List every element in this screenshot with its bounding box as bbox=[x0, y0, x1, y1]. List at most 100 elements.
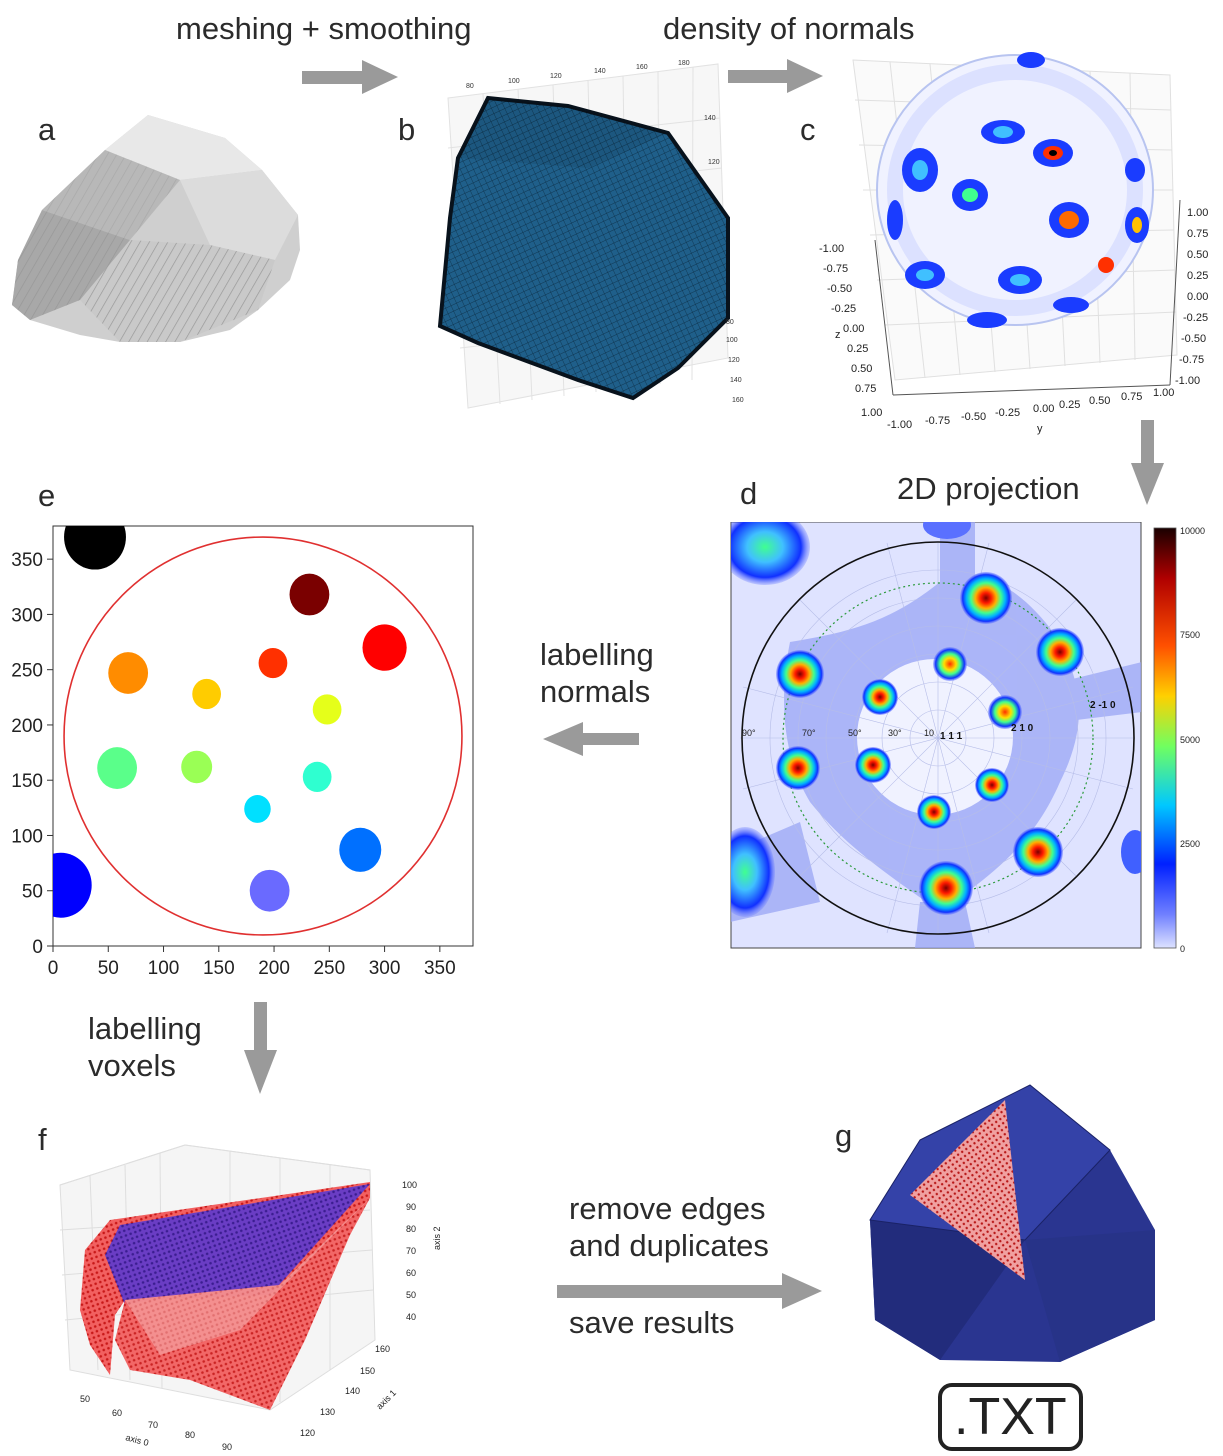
c-z-tick: 0.00 bbox=[843, 323, 864, 335]
label-blob-6 bbox=[312, 694, 342, 725]
x-tick-label: 100 bbox=[148, 958, 180, 979]
x-tick-label: 300 bbox=[369, 958, 401, 979]
c-y-tick: 1.00 bbox=[1153, 387, 1174, 399]
label-blob-11 bbox=[339, 827, 382, 872]
axis0-tick: 50 bbox=[80, 1394, 90, 1404]
panel-label-f: f bbox=[38, 1122, 47, 1157]
x-tick-label: 200 bbox=[258, 958, 290, 979]
arrow-down-1 bbox=[1131, 420, 1164, 505]
c-y-tick: 0.50 bbox=[1089, 395, 1110, 407]
axis2-label: axis 2 bbox=[432, 1226, 442, 1250]
label-blob-13 bbox=[53, 852, 92, 918]
primitive-circle bbox=[741, 541, 1135, 935]
step-labelling-normals-label: labelling normals bbox=[540, 636, 654, 710]
step-density-label: density of normals bbox=[663, 11, 915, 46]
angle-label: 10 bbox=[924, 728, 934, 738]
step-remove-label: remove edges and duplicates bbox=[569, 1190, 769, 1264]
labelled-facet bbox=[910, 1100, 1025, 1280]
b-right-tick: 120 bbox=[728, 357, 740, 364]
y-tick-label: 350 bbox=[11, 550, 43, 571]
step-save-label: save results bbox=[569, 1305, 735, 1340]
x-tick-label: 150 bbox=[203, 958, 235, 979]
axis2-tick: 90 bbox=[406, 1202, 416, 1212]
axis1-tick: 160 bbox=[375, 1344, 390, 1354]
step-projection-label: 2D projection bbox=[897, 471, 1080, 506]
panel-g-crystal bbox=[869, 1084, 1155, 1362]
pole-label: 1 1 1 bbox=[940, 731, 963, 742]
step-line: labelling bbox=[88, 1011, 202, 1046]
c-y-tick: 0.25 bbox=[1059, 399, 1080, 411]
axis2-tick: 80 bbox=[406, 1224, 416, 1234]
c-y-axis-label: y bbox=[1037, 423, 1043, 435]
axis0-tick: 60 bbox=[112, 1408, 122, 1418]
colorbar-tick: 7500 bbox=[1180, 630, 1200, 640]
x-tick-label: 250 bbox=[313, 958, 345, 979]
y-tick-label: 200 bbox=[11, 716, 43, 737]
y-tick-label: 0 bbox=[32, 937, 43, 958]
label-blob-1 bbox=[289, 573, 330, 616]
arrow-right-2 bbox=[728, 59, 823, 93]
y-tick-label: 50 bbox=[22, 882, 43, 903]
angle-label: 70° bbox=[802, 728, 816, 738]
c-x-tick: -1.00 bbox=[1175, 375, 1200, 387]
step-labelling-voxels-label: labelling voxels bbox=[88, 1010, 202, 1084]
c-y-tick: -0.75 bbox=[925, 415, 950, 427]
arrow-left-1 bbox=[543, 722, 639, 756]
axis2-tick: 70 bbox=[406, 1246, 416, 1256]
panel-d-pole-figure: 90° 70° 50° 30° 10 1 1 1 2 1 0 2 -1 0 10… bbox=[730, 522, 1205, 952]
colorbar-tick: 2500 bbox=[1180, 839, 1200, 849]
step-line: labelling bbox=[540, 637, 654, 672]
label-blob-4 bbox=[108, 652, 149, 694]
b-top-tick: 180 bbox=[678, 60, 690, 67]
sphere-spots bbox=[887, 52, 1149, 328]
angle-label: 30° bbox=[888, 728, 902, 738]
b-right-tick: 160 bbox=[732, 397, 744, 404]
axis1-tick: 140 bbox=[345, 1386, 360, 1396]
label-blob-9 bbox=[302, 761, 332, 792]
c-x-tick: -0.75 bbox=[1179, 354, 1204, 366]
b-right-tick: 140 bbox=[704, 115, 716, 122]
x-tick-label: 350 bbox=[424, 958, 456, 979]
c-z-tick: -0.50 bbox=[827, 283, 852, 295]
plot-marks bbox=[53, 526, 490, 936]
c-x-tick: 0.75 bbox=[1187, 228, 1208, 240]
b-right-tick: 140 bbox=[730, 377, 742, 384]
voxels-purple bbox=[105, 1184, 370, 1305]
stereo-net bbox=[740, 542, 1135, 934]
label-blob-12 bbox=[477, 835, 490, 863]
label-blob-5 bbox=[192, 678, 221, 710]
c-z-tick: 0.50 bbox=[851, 363, 872, 375]
c-y-tick: -0.50 bbox=[961, 411, 986, 423]
panel-label-d: d bbox=[740, 476, 758, 511]
axis0-label: axis 0 bbox=[124, 1432, 149, 1448]
colorbar-tick: 10000 bbox=[1180, 526, 1205, 536]
c-x-tick: 0.00 bbox=[1187, 291, 1208, 303]
x-tick-label: 0 bbox=[48, 958, 59, 979]
pole-label: 2 -1 0 bbox=[1090, 700, 1116, 711]
axis1-label: axis 1 bbox=[374, 1388, 398, 1412]
step-line: normals bbox=[540, 674, 651, 710]
c-z-tick: -0.25 bbox=[831, 303, 856, 315]
panel-label-b: b bbox=[398, 112, 416, 147]
axis2-tick: 40 bbox=[406, 1312, 416, 1322]
boundary-circle bbox=[63, 536, 463, 936]
c-z-tick: -1.00 bbox=[819, 243, 844, 255]
axis1-tick: 150 bbox=[360, 1366, 375, 1376]
panel-a-voxel-crystal bbox=[12, 115, 300, 342]
panel-c-normals-sphere: -1.00 -0.75 -0.50 -0.25 0.00 z 0.25 0.50… bbox=[819, 52, 1208, 435]
c-z-tick: 0.25 bbox=[847, 343, 868, 355]
colorbar-tick: 0 bbox=[1180, 944, 1185, 952]
y-tick-label: 250 bbox=[11, 661, 43, 682]
axis1-tick: 120 bbox=[300, 1428, 315, 1438]
label-blob-8 bbox=[181, 750, 213, 784]
c-x-tick: -0.50 bbox=[1181, 333, 1206, 345]
b-top-tick: 100 bbox=[508, 78, 520, 85]
arrow-right-1 bbox=[302, 60, 398, 94]
axis1-tick: 130 bbox=[320, 1407, 335, 1417]
c-x-tick: -0.25 bbox=[1183, 312, 1208, 324]
label-blob-0 bbox=[64, 526, 126, 570]
step-line: and duplicates bbox=[569, 1228, 769, 1264]
label-blob-2 bbox=[362, 624, 407, 671]
y-tick-label: 100 bbox=[11, 826, 43, 847]
axis2-tick: 100 bbox=[402, 1180, 417, 1190]
